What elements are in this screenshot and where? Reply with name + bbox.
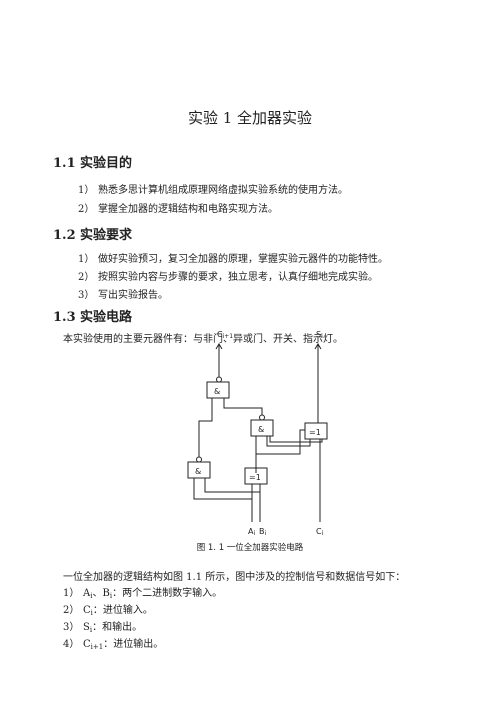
- inversion-bubble: [216, 376, 222, 383]
- list-number: 2）: [63, 605, 80, 616]
- cout-label: Ci+1: [217, 330, 233, 340]
- symbol: C: [83, 605, 91, 616]
- gate-label: =1: [249, 473, 261, 482]
- separator: 、: [92, 588, 103, 599]
- list-number: 1）: [78, 185, 95, 196]
- list-text: 写出实验报告。: [98, 290, 168, 301]
- description-intro: 一位全加器的逻辑结构如图 1.1 所示，图中涉及的控制信号和数据信号如下：: [63, 572, 406, 583]
- list-text: 掌握全加器的逻辑结构和电路实现方法。: [98, 204, 278, 215]
- list-number: 1）: [78, 254, 95, 265]
- symbol-subscript: i: [89, 626, 93, 634]
- list-text: 熟悉多思计算机组成原理网络虚拟实验系统的使用方法。: [98, 185, 348, 196]
- section-title: 实验电路: [80, 310, 133, 325]
- list-text: ：和输出。: [92, 622, 143, 633]
- gate-label: =1: [309, 428, 321, 437]
- section-title: 实验要求: [80, 228, 133, 243]
- gate-label: &: [195, 467, 201, 476]
- list-text: ：两个二进制数字输入。: [112, 588, 223, 599]
- section-number: 1.1: [53, 156, 76, 171]
- list-item: 1）做好实验预习，复习全加器的原理，掌握实验元器件的功能特性。: [78, 250, 388, 265]
- list-item: 1）熟悉多思计算机组成原理网络虚拟实验系统的使用方法。: [78, 181, 348, 196]
- section-heading-1-2: 1.2 实验要求: [53, 224, 132, 243]
- symbol: B: [102, 588, 110, 599]
- figure-caption: 图 1. 1 一位全加器实验电路: [196, 543, 304, 553]
- section-intro: 本实验使用的主要元器件有：与非门、异或门、开关、指示灯。: [63, 334, 343, 345]
- symbol: A: [83, 588, 91, 599]
- list-item: 2）Ci：进位输入。: [63, 601, 153, 617]
- gate-label: &: [258, 425, 264, 434]
- list-number: 3）: [78, 290, 95, 301]
- section-heading-1-3: 1.3 实验电路: [53, 306, 132, 325]
- section-title: 实验目的: [80, 156, 133, 171]
- list-number: 1）: [63, 588, 80, 599]
- section-number: 1.3: [53, 310, 76, 325]
- wire: [266, 436, 311, 447]
- sum-label: Si: [316, 330, 323, 340]
- wire: [223, 398, 263, 415]
- list-number: 3）: [63, 622, 80, 633]
- list-number: 2）: [78, 272, 95, 283]
- cin-label: Ci: [316, 527, 324, 537]
- list-number: 2）: [78, 204, 95, 215]
- list-item: 3）写出实验报告。: [78, 286, 168, 301]
- full-adder-circuit-diagram: & & =1 & =1 Ci+1 Si Ai Bi Ci: [187, 330, 328, 537]
- list-item: 4）Ci+1：进位输出。: [63, 635, 163, 651]
- symbol-subscript: i+1: [90, 643, 104, 651]
- list-item: 3）Si：和输出。: [63, 618, 142, 634]
- wire: [193, 478, 253, 500]
- page-title: 实验 1 全加器实验: [187, 109, 313, 127]
- list-text: ：进位输出。: [103, 639, 164, 650]
- symbol-subscript: i: [109, 592, 113, 600]
- inversion-bubble: [196, 456, 202, 463]
- list-item: 1）Ai、Bi：两个二进制数字输入。: [63, 584, 222, 600]
- wire: [255, 429, 305, 455]
- wire: [269, 436, 323, 443]
- cout-arrow-icon: [215, 343, 223, 350]
- wire: [204, 478, 261, 493]
- list-text: ：进位输入。: [92, 605, 153, 616]
- b-label: Bi: [259, 527, 267, 537]
- list-item: 2）掌握全加器的逻辑结构和电路实现方法。: [78, 200, 278, 215]
- list-item: 2）按照实验内容与步骤的要求，独立思考，认真仔细地完成实验。: [78, 268, 378, 283]
- list-text: 做好实验预习，复习全加器的原理，掌握实验元器件的功能特性。: [98, 254, 388, 265]
- wire: [198, 398, 213, 457]
- symbol-subscript: i: [90, 609, 93, 617]
- inversion-bubble: [259, 414, 265, 421]
- xor-gate-2: [304, 422, 328, 440]
- a-label: Ai: [248, 527, 255, 537]
- gate-label: &: [214, 387, 220, 396]
- list-number: 4）: [63, 639, 80, 650]
- symbol: C: [83, 639, 91, 650]
- list-text: 按照实验内容与步骤的要求，独立思考，认真仔细地完成实验。: [98, 272, 378, 283]
- section-number: 1.2: [53, 228, 76, 243]
- section-heading-1-1: 1.1 实验目的: [53, 152, 132, 171]
- symbol-subscript: i: [90, 592, 93, 600]
- sum-arrow-icon: [314, 343, 322, 350]
- symbol: S: [83, 622, 90, 633]
